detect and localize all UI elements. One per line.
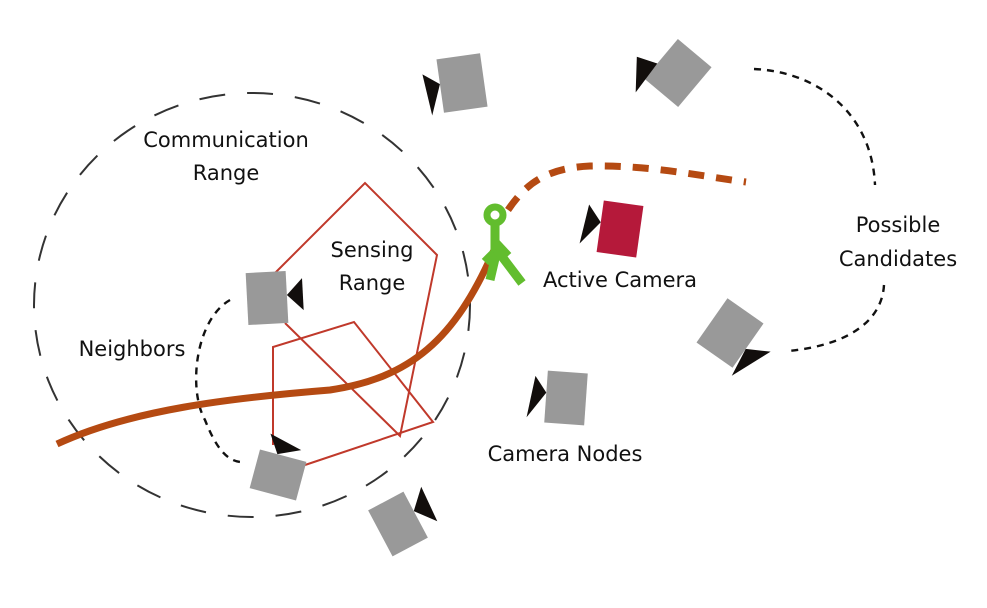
camera-icon[interactable] [692,298,781,386]
camera-icon[interactable] [368,483,444,557]
sensing-range-bottom-camera [272,320,435,466]
camera-nodes-label: Camera Nodes [488,442,643,466]
communication-range-circle [33,92,471,518]
target-trajectory-predicted [505,162,747,212]
person-target-icon [481,203,526,286]
communication-range-label-line1: Communication [143,128,309,152]
sensing-range-top-camera [274,181,439,439]
camera-icon[interactable] [249,432,311,501]
camera-icon[interactable] [619,26,712,119]
target-trajectory-past [55,248,498,448]
candidates-dashed-curve [753,67,877,186]
camera-icon[interactable] [526,369,588,426]
neighbors-dashed-curve [195,298,241,464]
communication-range-label-line2: Range [193,161,260,185]
camera-icon[interactable] [245,270,305,326]
sensing-range-label-line1: Sensing [331,238,414,262]
candidates-dashed-curve-lower [787,284,886,353]
active-camera-label: Active Camera [543,268,697,292]
sensing-range-label-line2: Range [339,271,406,295]
possible-candidates-label-line2: Candidates [839,247,957,271]
possible-candidates-label-line1: Possible [856,213,941,237]
camera-icon[interactable] [421,53,488,116]
active-camera-icon[interactable] [579,198,644,258]
neighbors-label: Neighbors [79,337,186,361]
